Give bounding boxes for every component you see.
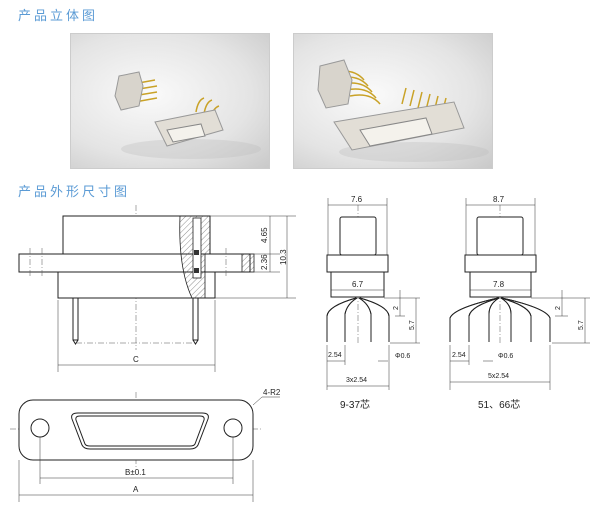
dim-b-label: B±0.1 — [125, 468, 146, 477]
dim-5-7-label: 5.7 — [578, 320, 585, 330]
lower-width-label: 7.8 — [493, 280, 505, 289]
pin-diameter-label: Φ0.6 — [395, 353, 410, 360]
side-view-drawing: C 4.65 2.36 10.3 — [18, 205, 296, 372]
dim-10-3-label: 10.3 — [279, 249, 288, 265]
span-label: 5x2.54 — [488, 373, 509, 380]
product-photo-1 — [70, 33, 270, 169]
pitch-label: 2.54 — [328, 352, 342, 359]
section-heading-photos: 产品立体图 — [18, 9, 99, 24]
variant-51-66-drawing: 8.7 7.8 2 5.7 2.54 Φ0.6 5x2.54 51、66芯 — [449, 195, 590, 411]
radius-label: 4-R2 — [263, 388, 281, 397]
lower-width-label: 6.7 — [352, 280, 364, 289]
product-photo-2 — [293, 33, 493, 169]
dim-a-label: A — [133, 485, 139, 494]
dim-c-label: C — [133, 355, 139, 364]
pin-diameter-label: Φ0.6 — [498, 353, 513, 360]
variant-label: 51、66芯 — [478, 398, 520, 411]
top-width-label: 8.7 — [493, 195, 505, 204]
variant-9-37-drawing: 7.6 6.7 2 5.7 2.54 Φ0.6 3x2.54 9-37芯 — [326, 195, 420, 411]
dim-2-36-label: 2.36 — [260, 254, 269, 270]
span-label: 3x2.54 — [346, 377, 367, 384]
section-heading-dimensions: 产品外形尺寸图 — [18, 185, 131, 200]
variant-label: 9-37芯 — [340, 398, 370, 411]
pitch-label: 2.54 — [452, 352, 466, 359]
top-width-label: 7.6 — [351, 195, 363, 204]
dim-4-65-label: 4.65 — [260, 227, 269, 243]
dim-2-label: 2 — [555, 306, 562, 310]
dim-5-7-label: 5.7 — [409, 320, 416, 330]
dim-2-label: 2 — [393, 306, 400, 310]
bottom-view-drawing: 4-R2 B±0.1 A — [10, 388, 281, 502]
